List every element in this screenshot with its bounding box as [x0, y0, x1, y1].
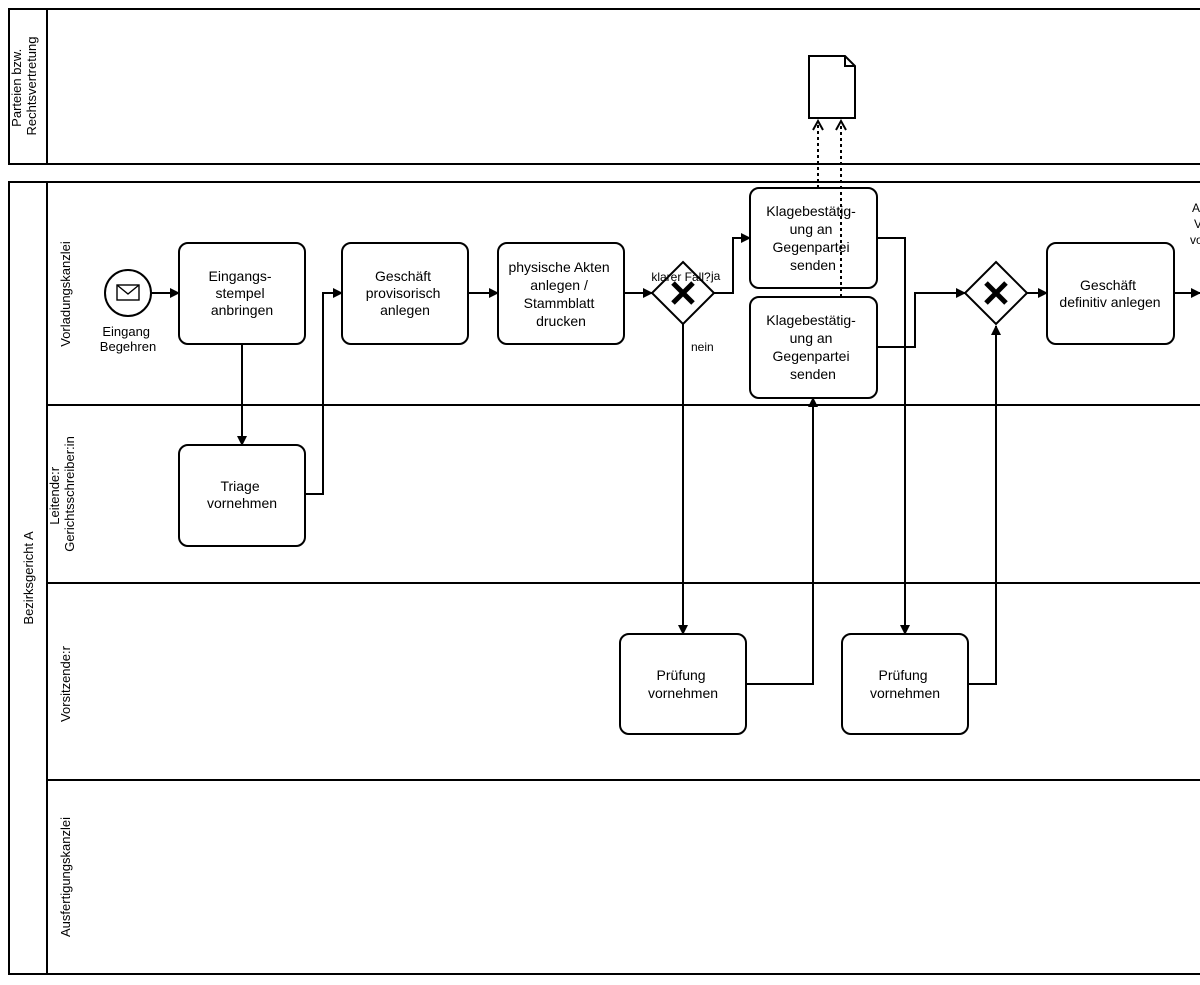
task-triage: Triage vornehmen	[178, 444, 306, 547]
svg-text:Geschäft definitiv anleg: Geschäft definitiv anlegen	[1059, 277, 1160, 310]
svg-text:Prüfung vornehmen: Prüfung vornehmen	[870, 667, 940, 701]
flow-label-nein: nein	[691, 340, 714, 354]
svg-text:physische Akten anlegen: physische Akten anlegen / Stammblatt dru…	[508, 259, 613, 329]
exclusive-x-icon	[984, 281, 1008, 305]
flow-label-ja: ja	[710, 269, 721, 283]
lane-title-ausfertigungskanzlei: Ausfertigungskanzlei	[58, 817, 73, 937]
task-eingangsstempel: Eingangs- stempel anbringen	[178, 242, 306, 345]
exclusive-x-icon	[671, 281, 695, 305]
task-klagebestaetigung-oben: Klagebestätig- ung an Gegenpartei senden	[749, 187, 878, 289]
start-event-eingang: Eingang Begehren	[100, 269, 156, 354]
svg-text:Klagebestätig- ung an: Klagebestätig- ung an Gegenpartei senden	[766, 312, 859, 382]
cut-off-label: A V vo	[1190, 201, 1200, 247]
task-pruefung-1: Prüfung vornehmen	[619, 633, 747, 735]
pool-parteien	[8, 8, 1200, 165]
task-definitiv-anlegen: Geschäft definitiv anlegen	[1046, 242, 1175, 345]
lane-title-gerichtsschreiber: Leitende:r Gerichtsschreiber:in	[47, 436, 77, 552]
pool-title-parteien: Parteien bzw. Rechtsvertretung	[9, 37, 39, 136]
svg-text:Prüfung vornehmen: Prüfung vornehmen	[648, 667, 718, 701]
svg-text:Geschäft provisorisch: Geschäft provisorisch anlegen	[366, 268, 445, 318]
sequence-flows	[151, 233, 1200, 685]
task-physische-akten: physische Akten anlegen / Stammblatt dru…	[497, 242, 625, 345]
start-event-label: Eingang Begehren	[100, 324, 156, 354]
task-provisorisch-anlegen: Geschäft provisorisch anlegen	[341, 242, 469, 345]
task-pruefung-2: Prüfung vornehmen	[841, 633, 969, 735]
svg-text:Triage vornehmen: Triage vornehmen	[207, 478, 277, 511]
lane-title-vorsitzende: Vorsitzende:r	[58, 645, 73, 722]
message-flows	[818, 121, 841, 297]
svg-text:Klagebestätig- ung an: Klagebestätig- ung an Gegenpartei senden	[766, 203, 859, 273]
gateway-merge	[963, 260, 1029, 326]
lane-title-vorladungskanzlei: Vorladungskanzlei	[58, 241, 73, 347]
document-icon	[808, 55, 856, 119]
task-klagebestaetigung-unten: Klagebestätig- ung an Gegenpartei senden	[749, 296, 878, 399]
envelope-icon	[116, 284, 140, 301]
gateway-klarer-fall: klarer Fall?	[650, 260, 716, 326]
gateway-question: klarer Fall?	[651, 270, 711, 284]
pool-title-bezirksgericht: Bezirksgericht A	[21, 531, 36, 625]
svg-text:Eingangs- stempel: Eingangs- stempel anbringen	[209, 268, 276, 318]
